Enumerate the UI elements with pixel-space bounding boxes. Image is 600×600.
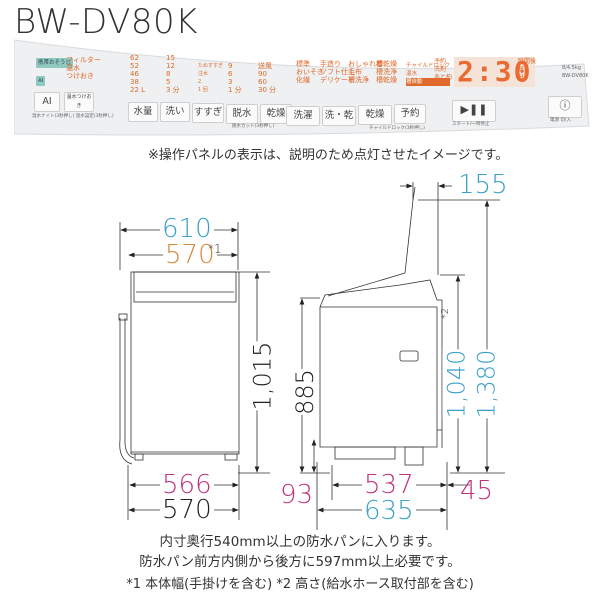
water-level-button[interactable]: 水量 — [128, 102, 158, 122]
rinse-button[interactable]: すすぎ — [192, 103, 224, 123]
power-caption: 電源 切/入 — [550, 118, 571, 123]
course-col4: 槽乾燥槽洗浄槽乾燥 — [376, 60, 397, 84]
dim-front-height: 1,015 — [248, 341, 277, 411]
dim-base-inner: 566 — [160, 470, 214, 500]
lock-labels: チャイルドロック温水槽自動 — [406, 63, 450, 86]
right-caption: チャイルドロック(3秒押し) — [369, 126, 425, 131]
model-title: BW-DV80K — [14, 2, 198, 42]
spin-caption: 脱水カット(3秒押し) — [232, 124, 275, 129]
dim-note-1: *1 — [208, 242, 222, 256]
course-col2: 手造りソフト仕上デリケート — [320, 60, 355, 84]
dim-floor-gap: 93 — [280, 480, 314, 510]
dim-side-body-height: 885 — [290, 369, 319, 415]
control-panel: 携帯おそうじ AI フィルター 温水 つけおき AI 温水つけおき 温水ナイト(… — [14, 38, 594, 138]
start-pause-button[interactable]: ▶❚❚ — [452, 100, 496, 122]
course-col3: おしゃれ着毛布槽洗浄 — [348, 60, 383, 84]
panel-note: ※操作パネルの表示は、説明のため点灯させたイメージです。 — [148, 148, 509, 163]
course-col1: 標準おいそぎ化繊 — [296, 60, 324, 84]
dim-side-hose-height: 1,040 — [442, 349, 471, 419]
note-line-2: 防水パン前方内側から後方に597mm以上必要です。 — [139, 554, 461, 570]
dim-front-width-body: 570 — [163, 240, 217, 270]
dim-note-2: *2 — [440, 307, 452, 320]
dim-front-width-total: 610 — [160, 214, 214, 244]
ai-button[interactable]: AI — [34, 92, 60, 112]
start-caption: スタート/一時停止 — [452, 122, 490, 127]
course-wash-dry-button[interactable]: 洗・乾 — [322, 106, 356, 126]
dim-total-depth: 635 — [362, 496, 416, 526]
spin-button[interactable]: 脱水 — [226, 104, 258, 124]
warm-soak-button[interactable]: 温水つけおき — [64, 92, 94, 112]
note-line-3: *1 本体幅(手掛けを含む) *2 高さ(給水ホース取付部を含む) — [126, 577, 474, 592]
power-icon: ⓘ — [559, 99, 571, 112]
dim-base-outer: 570 — [160, 495, 214, 525]
power-button[interactable]: ⓘ — [548, 96, 582, 118]
timer-labels: 予約洗剤あと約 — [434, 58, 453, 81]
display-units: 時間後杯分 — [518, 58, 537, 81]
indicator-clean: 携帯おそうじ — [36, 58, 74, 68]
dim-hose-offset: 155 — [458, 170, 508, 200]
play-pause-icon: ▶❚❚ — [460, 103, 488, 116]
reserve-button[interactable]: 予約 — [394, 104, 426, 124]
course-wash-button[interactable]: 洗濯 — [286, 106, 320, 126]
time-display: 2:30 — [454, 57, 536, 87]
dim-base-depth: 537 — [362, 470, 416, 500]
course-dry-button[interactable]: 乾燥 — [358, 105, 392, 125]
left-caption: 温水ナイト(3秒押し) 温水設定(3秒押し) — [32, 114, 114, 119]
dim-back-offset: 45 — [460, 476, 494, 506]
note-line-1: 内寸奥行540mm以上の防水パンに入ります。 — [159, 534, 441, 550]
dim-side-total-height: 1,380 — [472, 349, 501, 419]
wash-button[interactable]: 洗い — [160, 102, 190, 122]
left-red-labels: フィルター 温水 つけおき — [66, 56, 101, 80]
indicator-ai: AI — [36, 76, 46, 86]
